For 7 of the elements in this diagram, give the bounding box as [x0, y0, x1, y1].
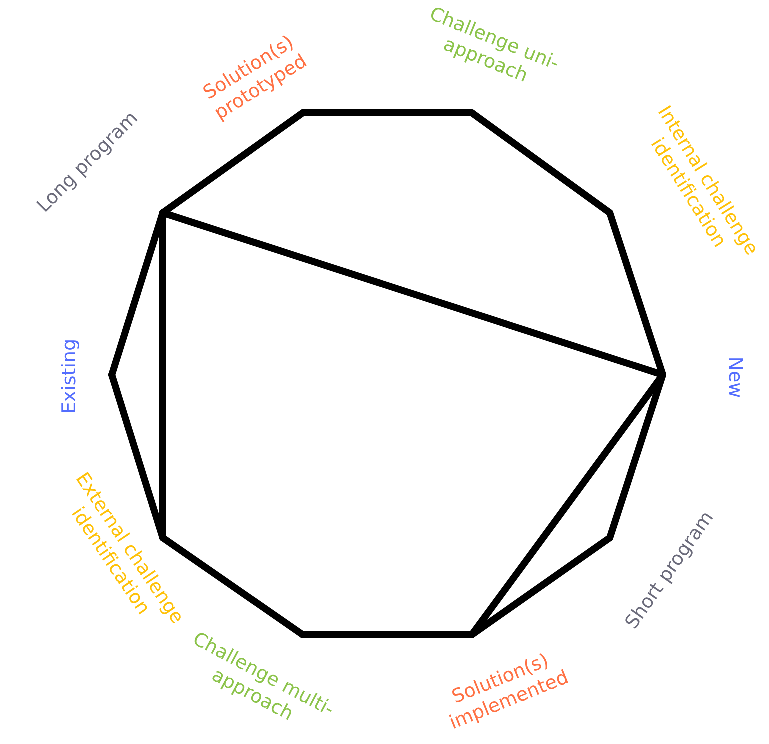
axis-label: New [724, 337, 746, 417]
axis-label: Existing [58, 326, 82, 426]
polygon-line [160, 210, 166, 542]
polygon-line [160, 534, 306, 638]
polygon-line [300, 632, 476, 638]
polygon-line [468, 372, 666, 638]
polygon-line [468, 110, 614, 216]
